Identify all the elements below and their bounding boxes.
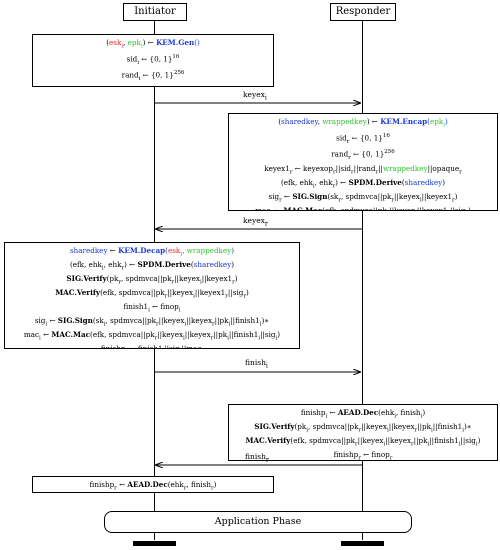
formula-line: sidi ← {0, 1}16 [126, 54, 180, 66]
formula-line: macr ← MAC.Mac(efk, spdmvca||pkr||keyexi… [255, 205, 471, 211]
initiator-keygen-box: (eski, epki) ← KEM.Gen() sidi ← {0, 1}16 r… [32, 34, 274, 87]
formula-line: keyex1r ← keyexopr||sidr||randr||wrapped… [264, 163, 462, 176]
responder-finish-box: finishpi ← AEAD.Dec(ehki, finishi) SIG.Ve… [228, 404, 498, 461]
formula-line: (efk, ehki, ehkr) ← SPDM.Derive(sharedke… [69, 260, 235, 272]
initiator-end-bar [133, 541, 176, 546]
formula-line: MAC.Verify(efk, spdmvca||pkr||keyexi||ke… [245, 436, 481, 448]
formula-line: (eski, epki) ← KEM.Gen() [106, 38, 200, 50]
formula-line: sigi ← SIG.Sign(ski, spdmvca||pkr||keyex… [34, 316, 270, 328]
keyex-r-label: keyexr [243, 216, 268, 228]
formula-line: sharedkey ← KEM.Decap(eski, wrappedkey) [69, 246, 235, 258]
keyex-i-label: keyexi [243, 90, 267, 102]
application-phase-box: Application Phase [104, 511, 412, 533]
formula-line: (efk, ehki, ehkr) ← SPDM.Derive(sharedke… [280, 177, 446, 190]
formula-line: randr ← {0, 1}256 [331, 149, 395, 162]
formula-line: MAC.Verify(efk, spdmvca||pkr||keyexi||ke… [55, 288, 249, 300]
responder-header: Responder [330, 3, 396, 21]
formula-line: SIG.Verify(pkr, spdmvca||pkr||keyexi||ke… [66, 274, 238, 286]
responder-lifeline [362, 20, 363, 540]
formula-line: finish1i ← finopi [123, 302, 181, 314]
formula-line: finishpr ← AEAD.Dec(ehkr, finishr) [89, 480, 217, 492]
formula-line: finishpi ← AEAD.Dec(ehki, finishi) [300, 408, 426, 420]
responder-encap-box: (sharedkey, wrappedkey) ← KEM.Encap(epki… [228, 113, 498, 211]
formula-line: SIG.Verify(pki, spdmvca||pkr||keyexi||ke… [254, 422, 472, 434]
initiator-header: Initiator [123, 3, 187, 21]
finish-r-label: finishr [245, 452, 269, 464]
responder-end-bar [341, 541, 384, 546]
initiator-decap-box: sharedkey ← KEM.Decap(eski, wrappedkey) (… [4, 242, 300, 349]
formula-line: keyexi ← keyexopi||sidi||randi||epki||op… [33, 85, 273, 86]
formula-line: maci ← MAC.Mac(efk, spdmvca||pkr||keyexi… [23, 330, 281, 342]
finish-i-label: finishi [245, 358, 268, 370]
formula-line: randi ← {0, 1}256 [121, 70, 185, 83]
formula-line: (sharedkey, wrappedkey) ← KEM.Encap(epki… [278, 117, 448, 129]
formula-line: finishpi ← finish1i||sigi||maci [100, 344, 202, 349]
formula-line: finishpr ← finopr [333, 450, 393, 461]
initiator-final-box: finishpr ← AEAD.Dec(ehkr, finishr) [32, 476, 274, 493]
formula-line: sigr ← SIG.Sign(skr, spdmvca||pkr||keyex… [268, 191, 458, 204]
formula-line: sidr ← {0, 1}16 [336, 133, 390, 145]
